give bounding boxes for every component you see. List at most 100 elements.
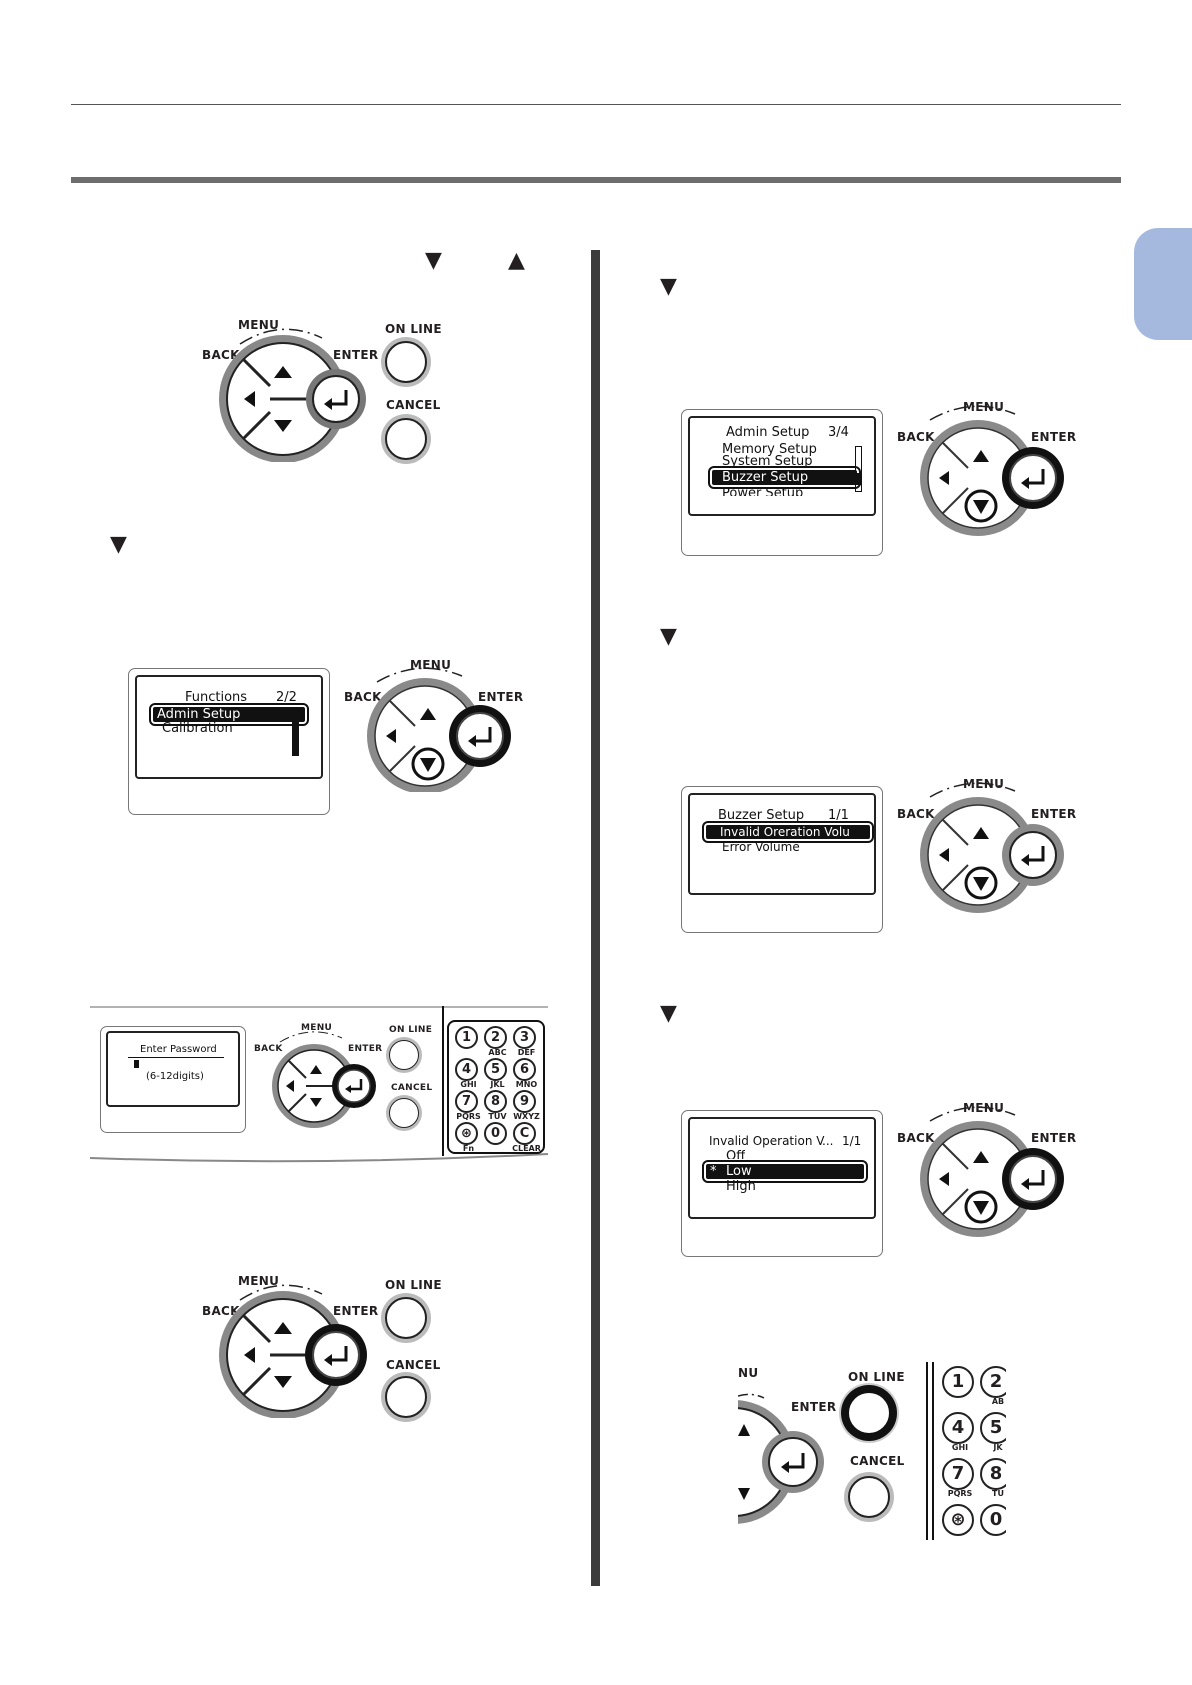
keypad-key-sublabel: DEF [517, 1048, 536, 1057]
keypad-key-ghi[interactable]: 4 [455, 1058, 478, 1081]
keypad-key-1[interactable]: 1 [455, 1026, 478, 1049]
lcd-selected-item: Low [702, 1160, 868, 1183]
menu-label: MENU [963, 400, 1005, 414]
lcd-screen: Enter Password (6-12digits) [106, 1031, 240, 1107]
enter-label: ENTER [333, 1304, 379, 1318]
keypad-key-sublabel: MNO [515, 1080, 538, 1089]
lcd-screen: Admin Setup 3/4 Memory Setup System Setu… [688, 416, 876, 516]
online-label: ON LINE [385, 322, 442, 336]
lcd-selected-item: Admin Setup [149, 703, 309, 726]
keypad-key-sublabel: CLEAR [512, 1144, 541, 1153]
keypad-key-sublabel: ABC [488, 1048, 507, 1057]
keypad-key-ghi[interactable]: 4 [942, 1412, 974, 1444]
keypad-key-sublabel: TU [992, 1489, 1004, 1498]
keypad-key-clear[interactable]: C [513, 1122, 536, 1145]
keypad-key-0[interactable]: 0 [980, 1504, 1006, 1536]
down-arrow-icon: ▼ [660, 624, 677, 649]
cancel-label: CANCEL [391, 1083, 433, 1093]
back-label: BACK [897, 1131, 935, 1145]
dpad-icon[interactable] [893, 1091, 1083, 1241]
dpad-fragment-icon[interactable] [738, 1362, 1006, 1540]
lcd-item: Power Setup [722, 486, 804, 496]
lcd-selected-item: Invalid Oreration Volu [702, 821, 874, 843]
keypad-key-sublabel: WXYZ [513, 1112, 540, 1121]
lcd-underline [128, 1057, 224, 1058]
chapter-tab [1134, 228, 1192, 340]
keypad-key-⊛[interactable]: ⊛ [942, 1504, 974, 1536]
menu-label: MENU [301, 1023, 333, 1033]
keypad-key-ab[interactable]: 2 [980, 1366, 1006, 1398]
keypad-key-def[interactable]: 3 [513, 1026, 536, 1049]
keypad-key-tu[interactable]: 8 [980, 1458, 1006, 1490]
keypad-key-sublabel: PQRS [947, 1489, 973, 1498]
cancel-button[interactable] [385, 1376, 427, 1418]
keypad-key-jk[interactable]: 5 [980, 1412, 1006, 1444]
enter-label: ENTER [333, 348, 379, 362]
column-divider [591, 250, 600, 1586]
dpad-icon[interactable] [190, 312, 450, 462]
lcd-panel: Admin Setup 3/4 Memory Setup System Setu… [681, 409, 883, 556]
dpad-icon[interactable] [252, 1020, 392, 1145]
cancel-button[interactable] [389, 1098, 419, 1128]
menu-label: MENU [963, 1101, 1005, 1115]
back-label: BACK [254, 1044, 283, 1054]
panel-strip [90, 1006, 548, 1166]
keypad-key-0[interactable]: 0 [484, 1122, 507, 1145]
back-label: BACK [344, 690, 382, 704]
online-label: ON LINE [389, 1025, 433, 1035]
lcd-hint: (6-12digits) [146, 1071, 204, 1082]
scrollbar [292, 722, 299, 756]
keypad-key-wxyz[interactable]: 9 [513, 1090, 536, 1113]
lcd-screen: Buzzer Setup 1/1 Invalid Oreration Volu … [688, 793, 876, 895]
keypad-key-abc[interactable]: 2 [484, 1026, 507, 1049]
header-rule [71, 104, 1121, 105]
menu-arc-icon [929, 782, 1016, 798]
operator-panel: MENU BACK ENTER [252, 1020, 392, 1145]
keypad-key-sublabel: GHI [460, 1080, 477, 1089]
menu-label: MENU [238, 318, 280, 332]
up-arrow-icon: ▲ [508, 248, 525, 273]
keypad-key-pqrs[interactable]: 7 [942, 1458, 974, 1490]
cancel-label: CANCEL [386, 398, 441, 412]
lcd-selected-mark: * [710, 1164, 717, 1179]
keypad-key-sublabel: JK [993, 1443, 1003, 1452]
lcd-screen: Invalid Operation V ... 1/1 Off * Low Hi… [688, 1117, 876, 1219]
menu-arc-icon [279, 1031, 343, 1043]
keypad-key-sublabel: AB [991, 1397, 1005, 1406]
operator-panel: MENU BACK ENTER [190, 1268, 450, 1418]
keypad-key-sublabel: TUV [488, 1112, 507, 1121]
lcd-item: High [726, 1179, 756, 1194]
scrollbar [855, 446, 862, 492]
online-button[interactable] [385, 341, 427, 383]
dpad-icon[interactable] [893, 767, 1083, 917]
lcd-panel: Invalid Operation V ... 1/1 Off * Low Hi… [681, 1110, 883, 1257]
keypad-divider [442, 1006, 444, 1156]
operator-panel: MENU BACK ENTER [190, 312, 450, 462]
online-button[interactable] [846, 1390, 892, 1436]
cancel-button[interactable] [848, 1476, 890, 1518]
online-button[interactable] [385, 1297, 427, 1339]
cancel-label: CANCEL [850, 1454, 905, 1468]
keypad-key-fn[interactable]: ⊛ [455, 1122, 478, 1145]
keypad-key-pqrs[interactable]: 7 [455, 1090, 478, 1113]
dpad-icon[interactable] [893, 390, 1083, 540]
enter-label: ENTER [1031, 430, 1077, 444]
lcd-item: System Setup [722, 454, 813, 466]
back-label: BACK [202, 1304, 240, 1318]
cancel-button[interactable] [385, 418, 427, 460]
keypad-key-tuv[interactable]: 8 [484, 1090, 507, 1113]
lcd-panel: Functions 2/2 Admin Setup Calibration [128, 668, 330, 815]
operator-panel: MENU BACK ENTER [340, 652, 530, 792]
operator-panel: MENU BACK ENTER [893, 767, 1083, 917]
keypad-key-mno[interactable]: 6 [513, 1058, 536, 1081]
dpad-icon[interactable] [190, 1268, 450, 1418]
keypad-key-1[interactable]: 1 [942, 1366, 974, 1398]
dpad-icon[interactable] [340, 652, 530, 792]
menu-arc-icon [376, 667, 463, 683]
online-button[interactable] [389, 1040, 419, 1070]
keypad-key-sublabel: Fn [462, 1144, 475, 1153]
lcd-item: Calibration [162, 721, 233, 736]
menu-arc-icon [239, 328, 323, 345]
keypad-key-jkl[interactable]: 5 [484, 1058, 507, 1081]
